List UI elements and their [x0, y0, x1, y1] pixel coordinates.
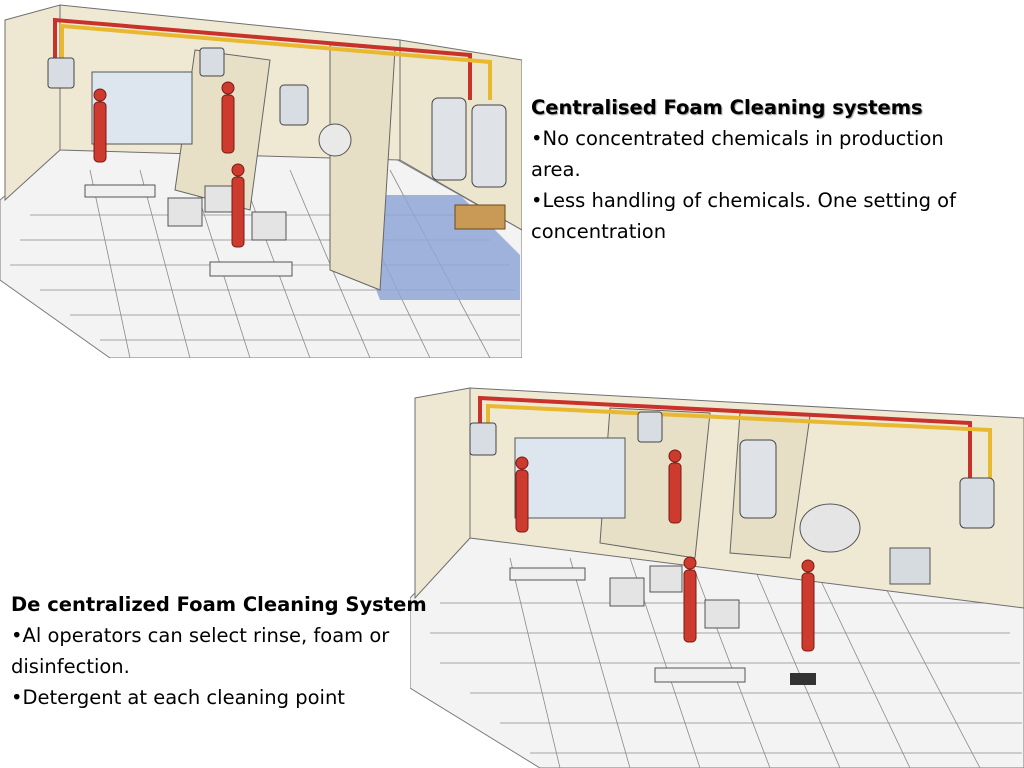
- bench-1: [84, 184, 156, 198]
- foam-unit-1: [469, 422, 497, 456]
- centralised-plant-illustration: [0, 4, 522, 358]
- processing-machine: [91, 71, 193, 145]
- decentralized-text-block: De centralized Foam Cleaning System •Al …: [11, 589, 461, 713]
- decentralized-bullet-1-line-1: •Al operators can select rinse, foam or: [11, 624, 390, 647]
- operator-1: [515, 456, 529, 533]
- processing-machine: [514, 437, 626, 519]
- mixer-drum: [799, 503, 861, 553]
- bench-2: [209, 261, 293, 277]
- operator-2: [221, 81, 235, 154]
- foam-unit-3: [279, 84, 309, 126]
- chemical-tank: [739, 439, 777, 519]
- bench-1: [509, 567, 586, 581]
- floor-drain: [790, 673, 816, 685]
- centralised-text-block: Centralised Foam Cleaning systems •No co…: [531, 92, 1011, 247]
- operator-3: [683, 556, 697, 643]
- operator-2: [668, 449, 682, 524]
- decentralized-heading: De centralized Foam Cleaning System: [11, 593, 427, 616]
- pallet: [454, 204, 506, 230]
- centralised-bullet-2-line-2: concentration: [531, 220, 667, 243]
- trolley-3: [251, 211, 287, 241]
- foam-unit-3: [959, 477, 995, 529]
- centralised-bullet-1-line-1: •No concentrated chemicals in production: [531, 127, 944, 150]
- red-pipe: [53, 17, 472, 100]
- yellow-pipe: [60, 23, 492, 100]
- centralised-bullet-2-line-1: •Less handling of chemicals. One setting…: [531, 189, 956, 212]
- operator-4: [801, 559, 815, 652]
- red-pipe: [478, 395, 972, 478]
- chemical-tank-1: [431, 97, 467, 181]
- chemical-tank-2: [471, 104, 507, 188]
- decentralized-bullet-1-line-2: disinfection.: [11, 655, 130, 678]
- bench-2: [654, 667, 746, 683]
- yellow-pipe: [486, 403, 992, 478]
- foam-unit-2: [637, 411, 663, 443]
- centralised-bullet-1-line-2: area.: [531, 158, 581, 181]
- trolley-1: [609, 577, 645, 607]
- foam-unit-2: [199, 47, 225, 77]
- foam-unit-1: [47, 57, 75, 89]
- hose-reel: [318, 123, 352, 157]
- trolley-1: [167, 197, 203, 227]
- decentralized-bullet-2: •Detergent at each cleaning point: [11, 686, 345, 709]
- trolley-2: [649, 565, 683, 593]
- operator-3: [231, 163, 245, 248]
- trolley-3: [704, 599, 740, 629]
- operator-1: [93, 88, 107, 163]
- machine-box: [889, 547, 931, 585]
- decentralized-plant-illustration: [410, 387, 1024, 768]
- centralised-heading: Centralised Foam Cleaning systems: [531, 96, 923, 119]
